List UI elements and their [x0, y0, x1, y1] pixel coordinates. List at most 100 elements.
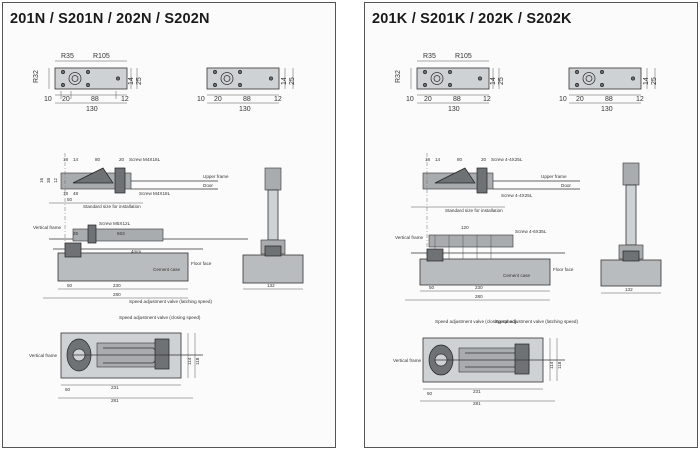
- left-screw-mid: Screw M4X18L: [139, 191, 171, 196]
- left-bottom-50: 50: [67, 283, 73, 288]
- left-screw-top: Screw M4X18L: [129, 157, 161, 162]
- right-dim-10: 10: [406, 96, 414, 103]
- left-bottom-230: 230: [113, 283, 121, 288]
- left-side-v16: 16: [39, 177, 44, 183]
- right-floor-face: Floor face: [553, 267, 574, 272]
- right-valve-latch: Speed adjustment valve (latching speed): [495, 319, 578, 324]
- left-side-25: 25: [73, 231, 79, 236]
- left-dim-12b: 12: [274, 96, 282, 103]
- left-dim-25: 25: [136, 77, 143, 85]
- left-end-elevation: [242, 167, 304, 290]
- right-screw-mid: Screw 4-4X25L: [501, 193, 533, 198]
- left-dim-88: 88: [91, 96, 99, 103]
- left-plan-231: 231: [111, 385, 119, 390]
- right-end-132: 132: [625, 287, 633, 292]
- right-dim-12: 12: [483, 96, 491, 103]
- left-side-48: 48: [73, 191, 79, 196]
- right-side-14: 14: [435, 157, 441, 162]
- right-label-door: Door: [561, 183, 571, 188]
- left-dim-130: 130: [86, 106, 98, 113]
- left-side-elevation: [43, 153, 248, 299]
- left-dim-10: 10: [44, 96, 52, 103]
- right-plan-231: 231: [473, 389, 481, 394]
- right-plan-50: 50: [427, 391, 433, 396]
- left-bottom-280: 280: [113, 292, 121, 297]
- left-side-v12: 12: [53, 177, 58, 183]
- left-dim-r105: R105: [93, 53, 110, 60]
- left-side-4mm: 4mm: [131, 249, 141, 254]
- left-side-14: 14: [73, 157, 79, 162]
- left-top-plate-2: [206, 67, 294, 104]
- left-std-size: Standard size for installation: [83, 204, 141, 209]
- right-dim-88: 88: [453, 96, 461, 103]
- left-plan-50: 50: [65, 387, 71, 392]
- right-plan-118: 118: [557, 361, 562, 369]
- left-top-plate-1: [48, 60, 138, 104]
- left-plan-114: 114: [187, 357, 192, 365]
- left-dim-20b: 20: [214, 96, 222, 103]
- right-dim-20b: 20: [576, 96, 584, 103]
- left-side-18b: 18: [63, 191, 69, 196]
- right-panel-title: 201K / S201K / 202K / S202K: [372, 11, 572, 27]
- right-drawing: R35 R105 R32 14 25 10 20 88 12 130 14 25…: [393, 53, 662, 406]
- left-side-18: 18: [63, 157, 69, 162]
- left-dim-88b: 88: [243, 96, 251, 103]
- left-dim-20: 20: [62, 96, 70, 103]
- right-dim-25b: 25: [651, 77, 658, 85]
- right-plan-view: [420, 337, 565, 402]
- left-cement-case: Cement case: [153, 267, 181, 272]
- right-std-size: Standard size for installation: [445, 208, 503, 213]
- left-side-50: 50: [67, 197, 73, 202]
- right-dim-88b: 88: [605, 96, 613, 103]
- left-dim-r35: R35: [61, 53, 74, 60]
- right-dim-10b: 10: [559, 96, 567, 103]
- left-plan-281: 281: [111, 398, 119, 403]
- left-drawing: R35 R105 R32 14 25 10 20 88 12 130 14 25…: [29, 53, 304, 403]
- left-dim-14b: 14: [281, 77, 288, 85]
- right-bottom-230: 230: [475, 285, 483, 290]
- right-dim-12b: 12: [636, 96, 644, 103]
- right-valve-close: Speed adjustment valve (closing speed): [435, 319, 517, 324]
- right-bottom-50: 50: [429, 285, 435, 290]
- left-side-20: 20: [119, 157, 125, 162]
- left-panel: 201N / S201N / 202N / S202N R35 R105 R32…: [2, 2, 336, 448]
- right-side-80: 80: [457, 157, 463, 162]
- right-label-upper-frame: Upper frame: [541, 174, 567, 179]
- right-top-plate-2: [568, 67, 656, 104]
- right-side-20: 20: [481, 157, 487, 162]
- left-plan-view: [58, 332, 203, 399]
- right-top-plate-1: [410, 60, 500, 104]
- right-dim-130b: 130: [601, 106, 613, 113]
- left-label-door: Door: [203, 183, 213, 188]
- left-plan-vertical-frame: Vertical frame: [29, 353, 58, 358]
- right-vertical-frame: Vertical frame: [395, 235, 424, 240]
- left-side-v38: 38: [46, 177, 51, 183]
- right-end-elevation: [600, 162, 662, 294]
- right-side-18: 18: [425, 157, 431, 162]
- left-valve-close: Speed adjustment valve (closing speed): [119, 315, 201, 320]
- left-side-80: 80: [95, 157, 101, 162]
- left-vertical-frame: Vertical frame: [33, 225, 62, 230]
- right-plan-114: 114: [549, 361, 554, 369]
- right-dim-130: 130: [448, 106, 460, 113]
- left-dim-10b: 10: [197, 96, 205, 103]
- left-dim-25b: 25: [289, 77, 296, 85]
- right-plan-vertical-frame: Vertical frame: [393, 358, 422, 363]
- right-dim-r32: R32: [395, 70, 402, 83]
- right-dim-r105: R105: [455, 53, 472, 60]
- right-dim-25: 25: [498, 77, 505, 85]
- left-dim-14: 14: [128, 77, 135, 85]
- right-bottom-280: 280: [475, 294, 483, 299]
- left-side-563: 563: [117, 231, 125, 236]
- left-dim-130b: 130: [239, 106, 251, 113]
- right-dim-14: 14: [490, 77, 497, 85]
- left-valve-latch: Speed adjustment valve (latching speed): [129, 299, 212, 304]
- right-screw-low: Screw 4-6X35L: [515, 229, 547, 234]
- left-dim-12: 12: [121, 96, 129, 103]
- right-plan-281: 281: [473, 401, 481, 406]
- right-dim-20: 20: [424, 96, 432, 103]
- right-dim-r35: R35: [423, 53, 436, 60]
- left-floor-face: Floor face: [191, 261, 212, 266]
- left-screw-low: Screw M5X12L: [99, 221, 131, 226]
- right-side-elevation: [405, 153, 580, 301]
